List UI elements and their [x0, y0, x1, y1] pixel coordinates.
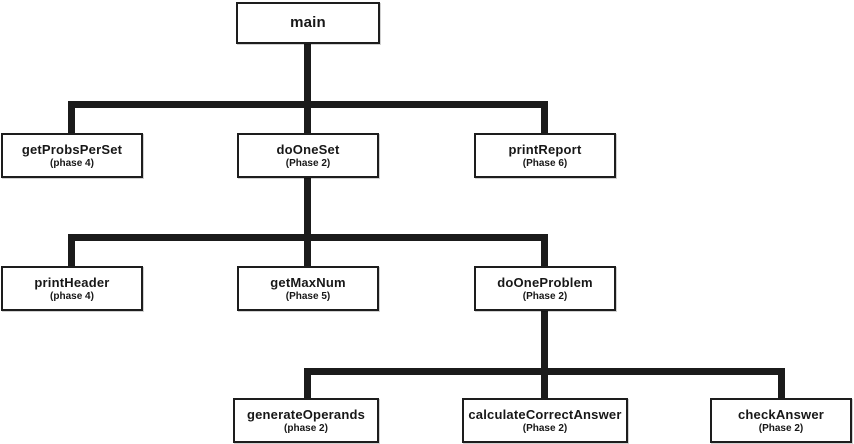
connector-drop-generateOperands: [304, 368, 311, 398]
connector-doOneProblem-vertical: [541, 311, 548, 398]
node-printHeader-label: printHeader: [34, 274, 110, 290]
node-printReport: printReport (Phase 6): [474, 133, 616, 178]
node-printReport-phase: (Phase 6): [522, 157, 568, 169]
connector-drop-getProbsPerSet: [68, 101, 75, 133]
connector-main-vertical: [304, 44, 311, 133]
node-getProbsPerSet-phase: (phase 4): [50, 157, 94, 169]
node-doOneProblem-label: doOneProblem: [497, 274, 593, 290]
node-generateOperands-label: generateOperands: [246, 406, 366, 422]
connector-drop-checkAnswer: [778, 368, 785, 398]
node-doOneSet: doOneSet (Phase 2): [237, 133, 379, 178]
node-getProbsPerSet: getProbsPerSet (phase 4): [1, 133, 143, 178]
node-getMaxNum-label: getMaxNum: [270, 274, 346, 290]
node-doOneSet-label: doOneSet: [276, 141, 340, 157]
node-printHeader-phase: (phase 4): [50, 290, 94, 302]
node-calculateCorrectAnswer: calculateCorrectAnswer (Phase 2): [462, 398, 628, 443]
node-getProbsPerSet-label: getProbsPerSet: [21, 141, 123, 157]
connector-level4-bar: [304, 368, 785, 375]
node-checkAnswer: checkAnswer (Phase 2): [710, 398, 852, 443]
node-main: main: [236, 2, 380, 44]
node-generateOperands-phase: (phase 2): [284, 422, 328, 434]
node-getMaxNum-phase: (Phase 5): [285, 290, 331, 302]
node-printHeader: printHeader (phase 4): [1, 266, 143, 311]
node-calculateCorrectAnswer-label: calculateCorrectAnswer: [468, 406, 622, 422]
node-doOneSet-phase: (Phase 2): [285, 157, 331, 169]
connector-drop-printHeader: [68, 234, 75, 266]
connector-drop-printReport: [541, 101, 548, 133]
node-printReport-label: printReport: [508, 141, 582, 157]
node-checkAnswer-phase: (Phase 2): [758, 422, 804, 434]
node-generateOperands: generateOperands (phase 2): [233, 398, 379, 443]
connector-drop-doOneProblem: [541, 234, 548, 266]
node-checkAnswer-label: checkAnswer: [737, 406, 825, 422]
connector-level2-bar: [68, 101, 548, 108]
node-calculateCorrectAnswer-phase: (Phase 2): [522, 422, 568, 434]
node-main-label: main: [290, 14, 326, 31]
node-doOneProblem: doOneProblem (Phase 2): [474, 266, 616, 311]
node-getMaxNum: getMaxNum (Phase 5): [237, 266, 379, 311]
node-doOneProblem-phase: (Phase 2): [522, 290, 568, 302]
connector-doOneSet-vertical: [304, 178, 311, 266]
connector-level3-bar: [68, 234, 548, 241]
